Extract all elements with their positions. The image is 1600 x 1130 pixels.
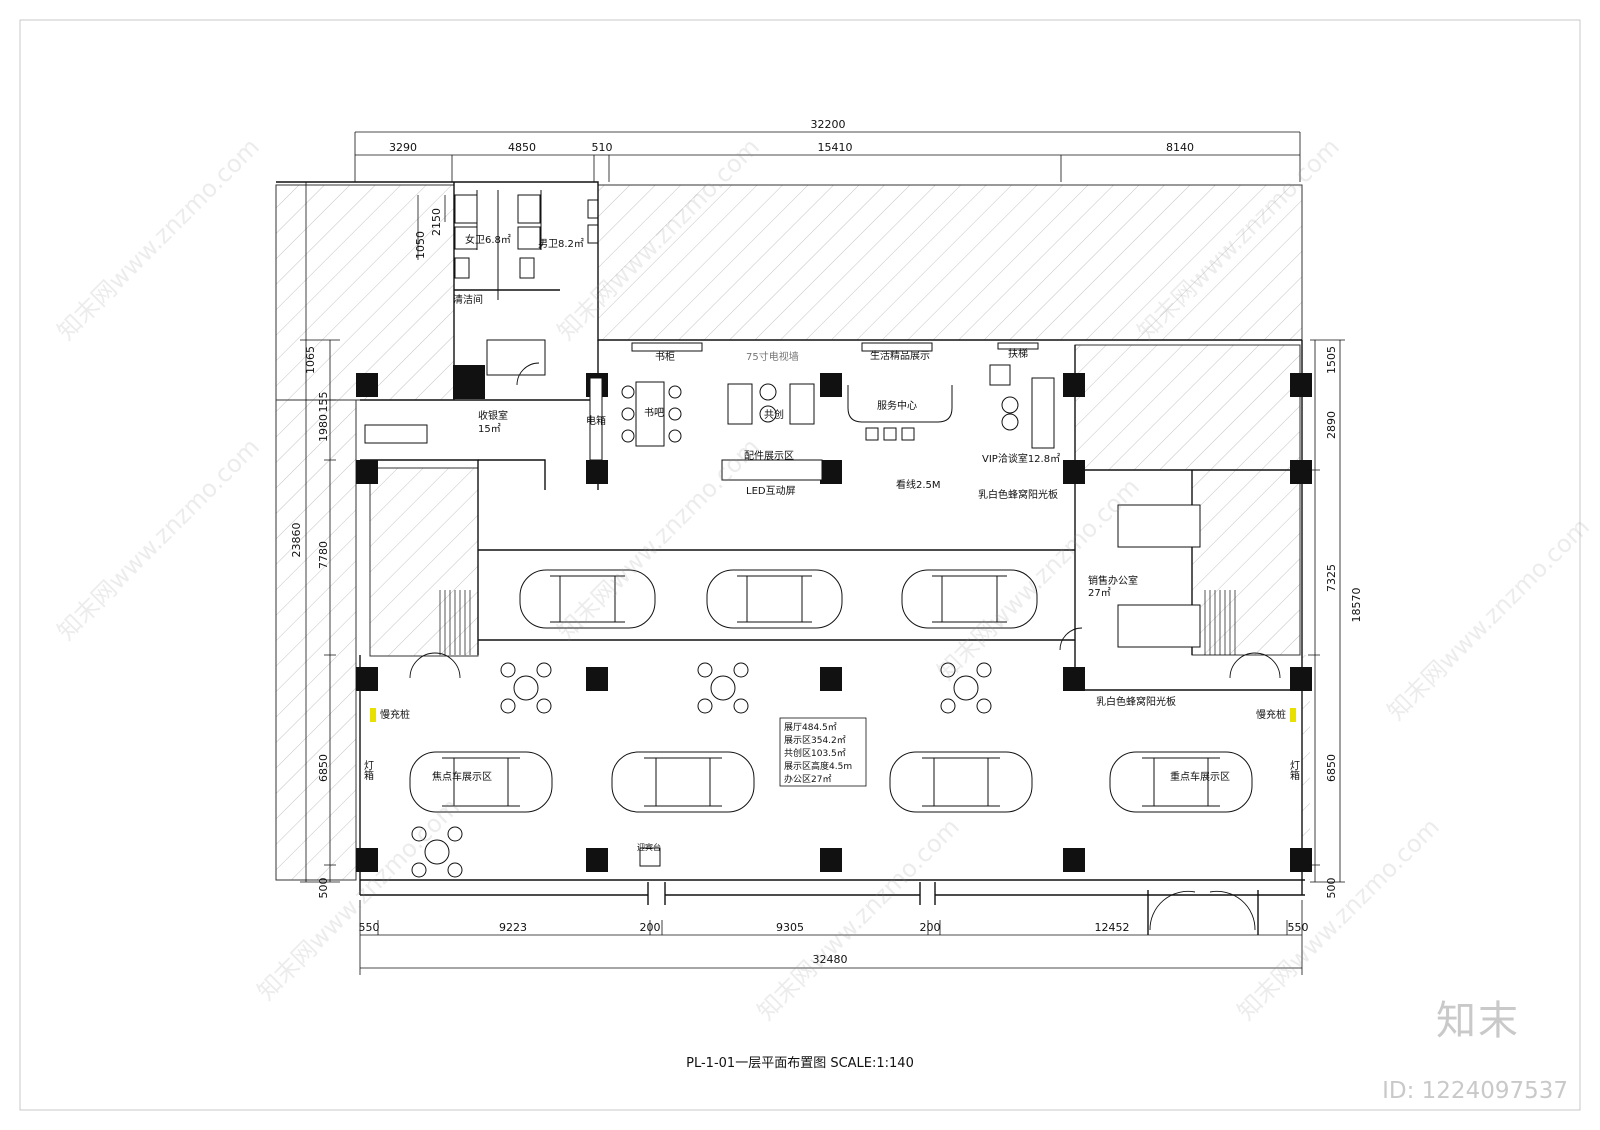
dim-left-total: 23860 [290,523,303,558]
dim-left-7: 6850 [317,754,330,782]
label-panel-bottom: 乳白色蜂窝阳光板 [1096,695,1176,708]
lounge-tables [411,662,992,878]
area-summary-line: 展示区354.2㎡ [784,735,846,746]
area-summary-line: 展示区高度4.5m [784,760,852,772]
label-sales-office-area: 27㎡ [1088,587,1111,599]
label-charge-left: 慢充桩 [380,708,410,721]
dimension-lines [300,131,1345,975]
dim-bottom-6: 12452 [1095,921,1130,934]
label-reception: 迎宾台 [637,842,661,852]
dim-bottom-3: 200 [640,921,661,934]
area-summary-line: 共创区103.5㎡ [784,747,846,759]
dim-left-4: 155 [317,392,330,413]
area-summary: 展厅484.5㎡ 展示区354.2㎡ 共创区103.5㎡ 展示区高度4.5m 办… [784,722,852,785]
label-accessories: 配件展示区 [744,450,794,462]
doors [409,362,1281,931]
dim-left-2: 1050 [414,231,427,259]
label-focus-car: 焦点车展示区 [432,770,492,783]
dim-bottom-4: 9305 [776,921,804,934]
dim-bottom-1: 550 [359,921,380,934]
label-electrical: 电箱 [586,414,606,427]
dim-top-total: 32200 [811,118,846,131]
dim-right-1: 1505 [1325,346,1338,374]
dim-bottom-7: 550 [1288,921,1309,934]
dim-top-2: 4850 [508,141,536,154]
label-sales-office: 销售办公室 [1088,574,1138,587]
label-lightbox-right: 灯箱 [1288,760,1300,781]
label-panel-top: 乳白色蜂窝阳光板 [978,488,1058,501]
label-bookcase: 书柜 [655,350,675,363]
image-id: ID: 1224097537 [1382,1078,1568,1104]
dim-bottom-2: 9223 [499,921,527,934]
dim-bottom-total: 32480 [813,953,848,966]
dim-right-5: 500 [1325,878,1338,899]
stairs [439,590,1236,655]
display-counters [631,342,1039,352]
label-lifestyle: 生活精品展示 [870,349,930,362]
furniture [364,364,1201,867]
dimension-labels: 32200 3290 4850 510 15410 8140 550 9223 … [290,118,1363,966]
brand-logo: 知末 [1436,998,1520,1044]
label-vip: VIP洽谈室12.8㎡ [982,452,1060,465]
area-summary-box [779,717,867,787]
area-summary-line: 展厅484.5㎡ [784,722,837,733]
charge-post-left [370,708,376,722]
label-sightline: 看线2.5M [896,478,941,491]
dim-left-1: 2150 [430,208,443,236]
dim-bottom-5: 200 [920,921,941,934]
label-led: LED互动屏 [746,485,796,497]
sheet-border [19,19,1581,1111]
dim-left-8: 500 [317,878,330,899]
area-summary-line: 办公区27㎡ [784,773,831,785]
label-charge-right: 慢充桩 [1256,708,1286,721]
room-labels: 女卫6.8㎡ 男卫8.2㎡ 清洁间 收银室 15㎡ 电箱 书吧 书柜 75寸电视… [362,233,1300,852]
dim-right-4: 6850 [1325,754,1338,782]
label-elevator: 扶梯 [1008,347,1028,360]
dim-right-2: 2890 [1325,411,1338,439]
label-tv-wall: 75寸电视墙 [746,350,799,363]
label-cleaning: 清洁间 [453,293,483,306]
restroom-fixtures [454,190,599,376]
dim-top-1: 3290 [389,141,417,154]
label-book-bar: 书吧 [644,407,664,419]
dim-left-5: 1980 [317,414,330,442]
dim-right-total: 18570 [1350,588,1363,623]
dim-right-3: 7325 [1325,564,1338,592]
label-service: 服务中心 [877,399,917,412]
dim-top-4: 15410 [818,141,853,154]
dim-top-3: 510 [592,141,613,154]
sheet-title: PL-1-01一层平面布置图 SCALE:1:140 [686,1056,914,1071]
cars [409,569,1253,813]
label-cashier: 收银室 [478,409,508,422]
label-key-car: 重点车展示区 [1170,770,1230,783]
dim-left-3: 1065 [304,346,317,374]
label-shared: 共创 [764,408,784,421]
label-female-wc: 女卫6.8㎡ [465,233,511,246]
charge-post-right [1290,708,1296,722]
label-lightbox-left: 灯箱 [362,760,374,781]
dim-left-6: 7780 [317,541,330,569]
dim-top-5: 8140 [1166,141,1194,154]
label-cashier-area: 15㎡ [478,423,501,435]
walls [276,181,1305,935]
label-male-wc: 男卫8.2㎡ [538,238,584,250]
